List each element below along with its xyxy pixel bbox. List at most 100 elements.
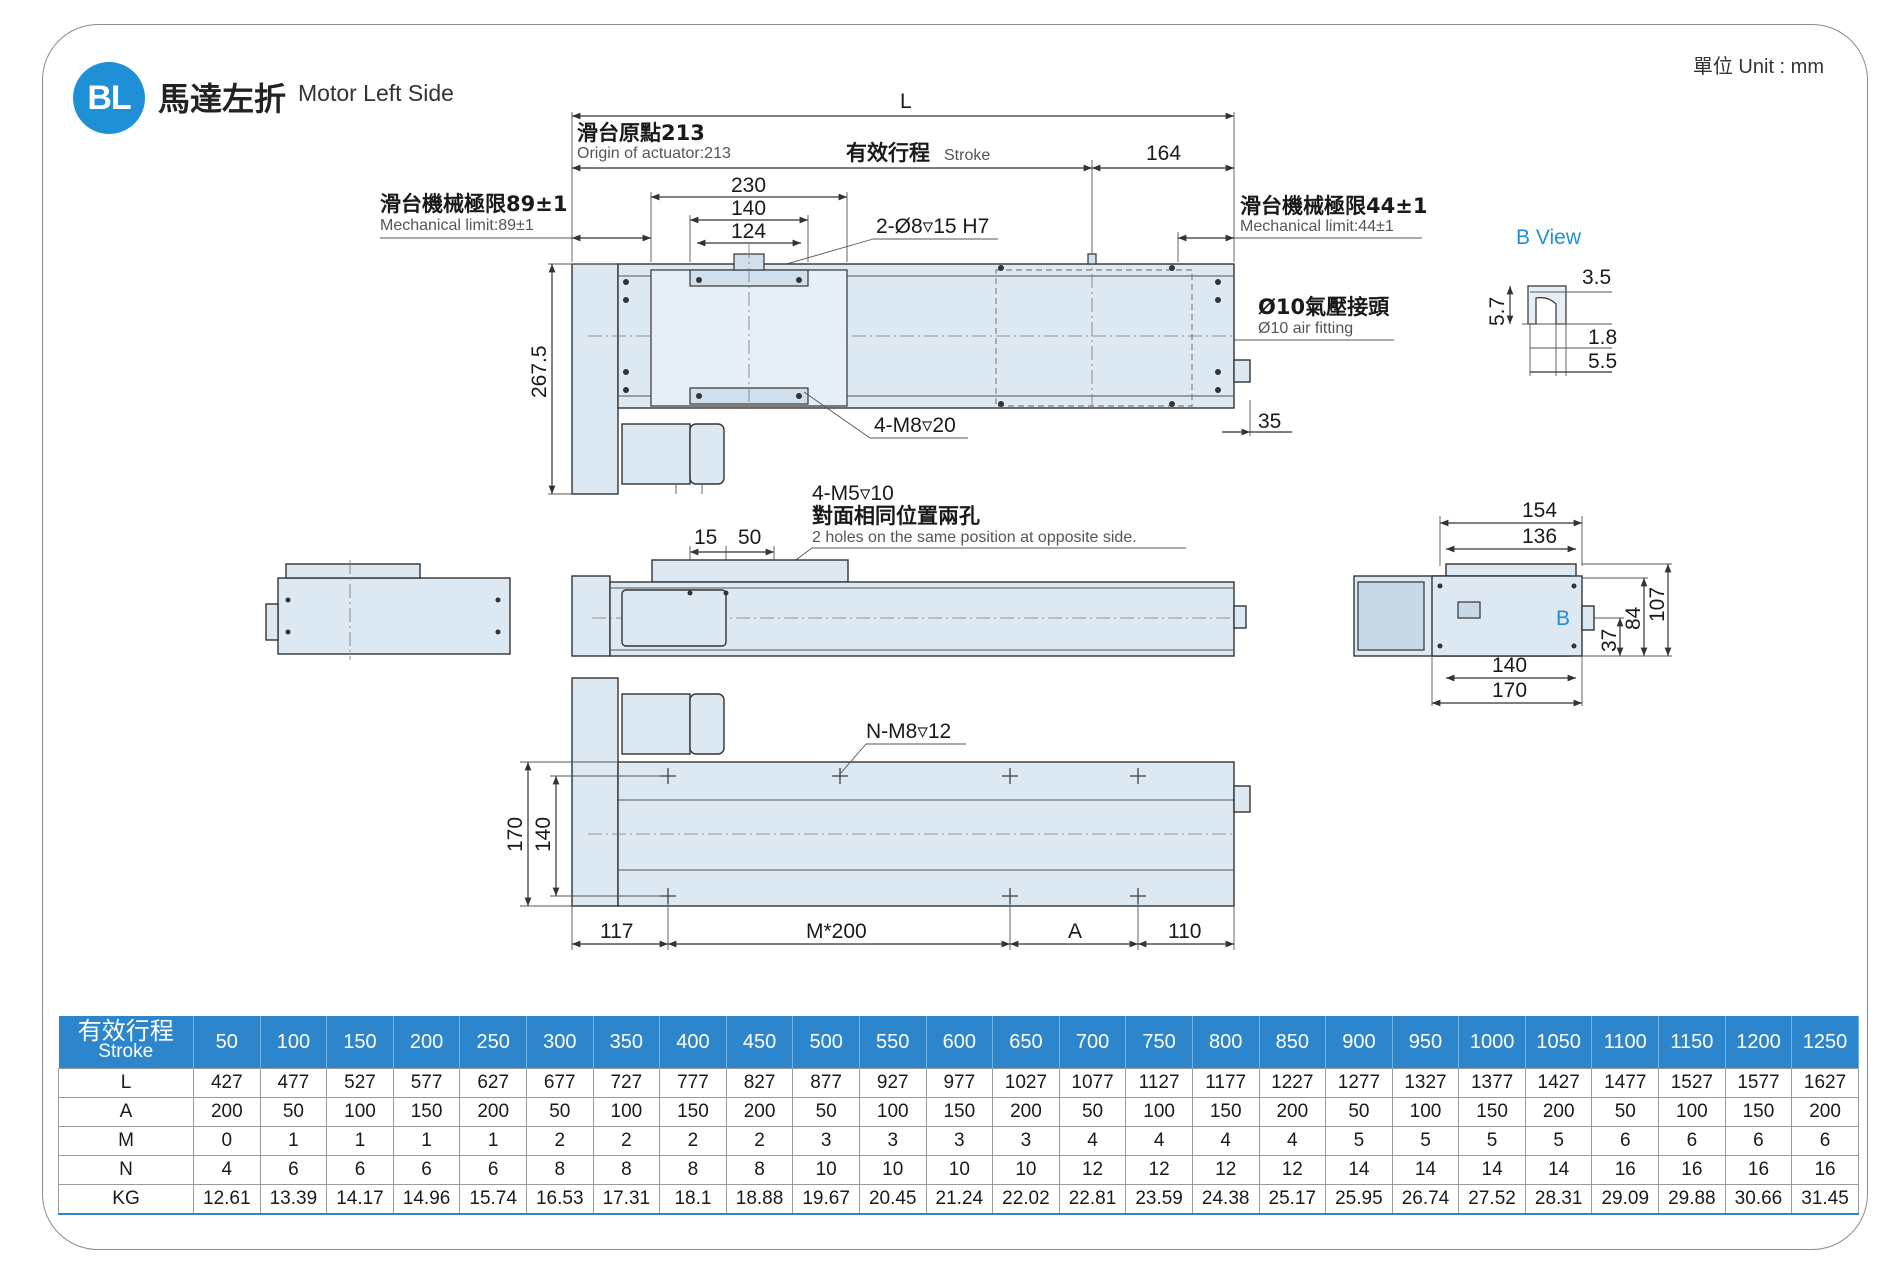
table-cell: 12.61 [193,1184,261,1215]
table-cell: 12 [1258,1155,1327,1185]
origin-label-cn: 滑台原點213 [577,121,705,145]
table-cell: 5 [1524,1126,1593,1156]
table-cell: 31.45 [1791,1184,1859,1215]
table-cell: 24.38 [1191,1184,1260,1215]
table-cell: 8 [525,1155,594,1185]
table-cell: 150 [659,1097,727,1127]
table-cell: 200 [725,1097,794,1127]
m8-note: 4-M8▿20 [874,414,956,437]
table-cell: 10 [992,1155,1060,1185]
end-b-marker: B [1556,607,1570,630]
table-cell: 777 [659,1068,727,1098]
table-cell: 4 [1058,1126,1127,1156]
b-dim-5-7: 5.7 [1486,297,1509,326]
table-cell: 16 [1724,1155,1793,1185]
end-dim-107: 107 [1646,587,1669,622]
table-cell: 26.74 [1391,1184,1460,1215]
table-cell: 50 [259,1097,328,1127]
stroke-col-header: 700 [1059,1016,1127,1069]
table-cell: 8 [592,1155,661,1185]
table-cell: 877 [792,1068,860,1098]
table-cell: 1077 [1058,1068,1127,1098]
table-cell: 16 [1791,1155,1859,1185]
table-cell: 23.59 [1125,1184,1193,1215]
table-cell: 6 [259,1155,328,1185]
table-cell: 1627 [1791,1068,1859,1098]
table-cell: 19.67 [792,1184,860,1215]
table-cell: 6 [1591,1126,1660,1156]
table-cell: 200 [992,1097,1060,1127]
table-cell: 29.88 [1658,1184,1726,1215]
table-cell: 427 [193,1068,261,1098]
stroke-col-header: 850 [1259,1016,1327,1069]
hole-note: 2-Ø8▿15 H7 [876,215,989,238]
table-cell: 150 [1191,1097,1260,1127]
stroke-col-header: 900 [1325,1016,1393,1069]
table-cell: 27.52 [1458,1184,1526,1215]
m5-note-cn: 對面相同位置兩孔 [812,504,980,528]
stroke-col-header: 750 [1125,1016,1193,1069]
stroke-col-header: 250 [459,1016,527,1069]
table-cell: 100 [592,1097,661,1127]
bottom-dim-110: 110 [1168,920,1201,943]
stroke-col-header: 450 [726,1016,794,1069]
table-cell: 150 [1724,1097,1793,1127]
table-cell: 827 [725,1068,794,1098]
dim-50: 50 [738,526,761,549]
table-cell: 3 [792,1126,860,1156]
row-label: KG [58,1184,194,1215]
table-cell: 150 [392,1097,461,1127]
table-cell: 50 [1591,1097,1660,1127]
stroke-header: 有效行程 Stroke [58,1016,194,1069]
table-cell: 18.88 [725,1184,794,1215]
row-label: A [58,1097,194,1127]
table-cell: 477 [259,1068,328,1098]
row-label: N [58,1155,194,1185]
stroke-col-header: 550 [859,1016,927,1069]
table-cell: 14.17 [326,1184,394,1215]
table-cell: 20.45 [858,1184,927,1215]
end-view: 154 136 B 140 170 107 84 37 [1353,499,1672,707]
m5-note-en: 2 holes on the same position at opposite… [812,529,1137,546]
stroke-label-cn: 有效行程 [846,141,930,165]
dim-164: 164 [1146,142,1181,165]
b-view-label: B View [1516,226,1582,249]
table-cell: 14 [1391,1155,1460,1185]
table-cell: 22.81 [1058,1184,1127,1215]
table-cell: 4 [1258,1126,1327,1156]
table-cell: 6 [1658,1126,1726,1156]
dim-230: 230 [731,174,766,197]
table-cell: 1477 [1591,1068,1660,1098]
table-cell: 1027 [992,1068,1060,1098]
stroke-label-en: Stroke [944,147,990,164]
table-cell: 16 [1591,1155,1660,1185]
table-cell: 50 [525,1097,594,1127]
nm8-note: N-M8▿12 [866,720,951,743]
table-cell: 100 [1125,1097,1193,1127]
table-cell: 100 [858,1097,927,1127]
table-cell: 1177 [1191,1068,1260,1098]
table-cell: 22.02 [992,1184,1060,1215]
table-cell: 10 [792,1155,860,1185]
table-cell: 150 [1458,1097,1526,1127]
table-cell: 14 [1458,1155,1526,1185]
stroke-col-header: 1250 [1791,1016,1859,1069]
table-cell: 3 [925,1126,994,1156]
stroke-col-header: 500 [792,1016,860,1069]
table-cell: 6 [326,1155,394,1185]
bottom-dim-A: A [1068,920,1082,943]
stroke-col-header: 350 [593,1016,661,1069]
stroke-col-header: 600 [926,1016,994,1069]
mech-limit-left-en: Mechanical limit:89±1 [380,217,534,234]
stroke-col-header: 1050 [1525,1016,1593,1069]
table-cell: 3 [992,1126,1060,1156]
table-cell: 150 [925,1097,994,1127]
stroke-col-header: 200 [393,1016,461,1069]
table-cell: 1127 [1125,1068,1193,1098]
end-dim-154: 154 [1522,499,1557,522]
